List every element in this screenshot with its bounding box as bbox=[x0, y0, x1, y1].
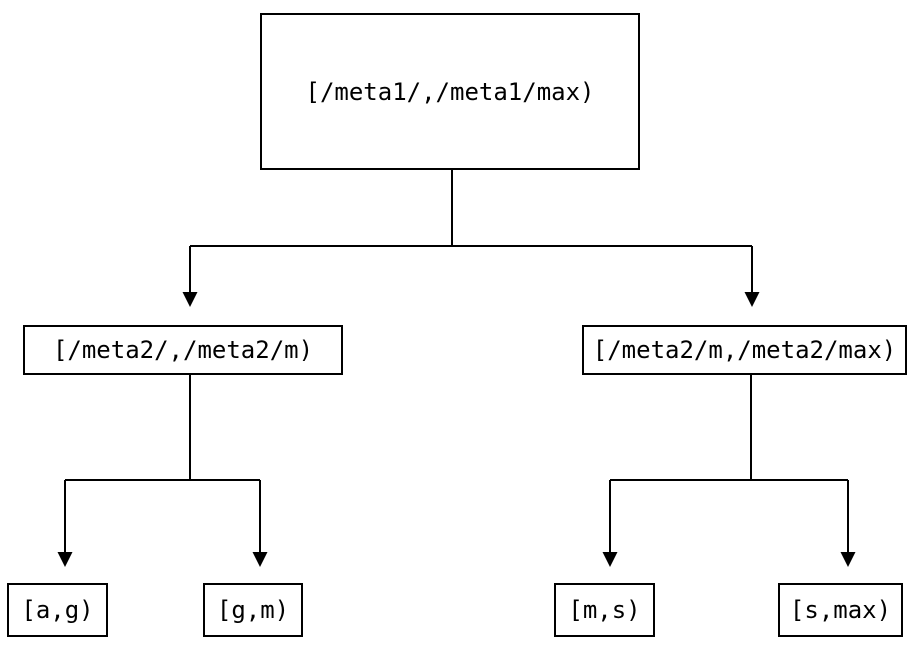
arrowhead-down-icon bbox=[57, 552, 73, 567]
node-root-interval: [/meta1/,/meta1/max) bbox=[260, 13, 640, 170]
node-leaf-s-max: [s,max) bbox=[778, 583, 903, 637]
edge-root-to-meta2-nodes bbox=[189, 170, 753, 294]
node-leaf-a-g: [a,g) bbox=[7, 583, 108, 637]
node-leaf-g-m: [g,m) bbox=[203, 583, 303, 637]
node-leaf-m-s: [m,s) bbox=[554, 583, 655, 637]
node-meta2-right-interval: [/meta2/m,/meta2/max) bbox=[582, 325, 907, 375]
arrowhead-down-icon bbox=[744, 292, 760, 307]
edge-meta2-left-to-leaves bbox=[64, 375, 261, 554]
arrowhead-down-icon bbox=[602, 552, 618, 567]
arrowhead-down-icon bbox=[840, 552, 856, 567]
node-meta2-left-interval: [/meta2/,/meta2/m) bbox=[23, 325, 343, 375]
arrowhead-down-icon bbox=[182, 292, 198, 307]
edge-meta2-right-to-leaves bbox=[609, 375, 849, 554]
arrowhead-down-icon bbox=[252, 552, 268, 567]
